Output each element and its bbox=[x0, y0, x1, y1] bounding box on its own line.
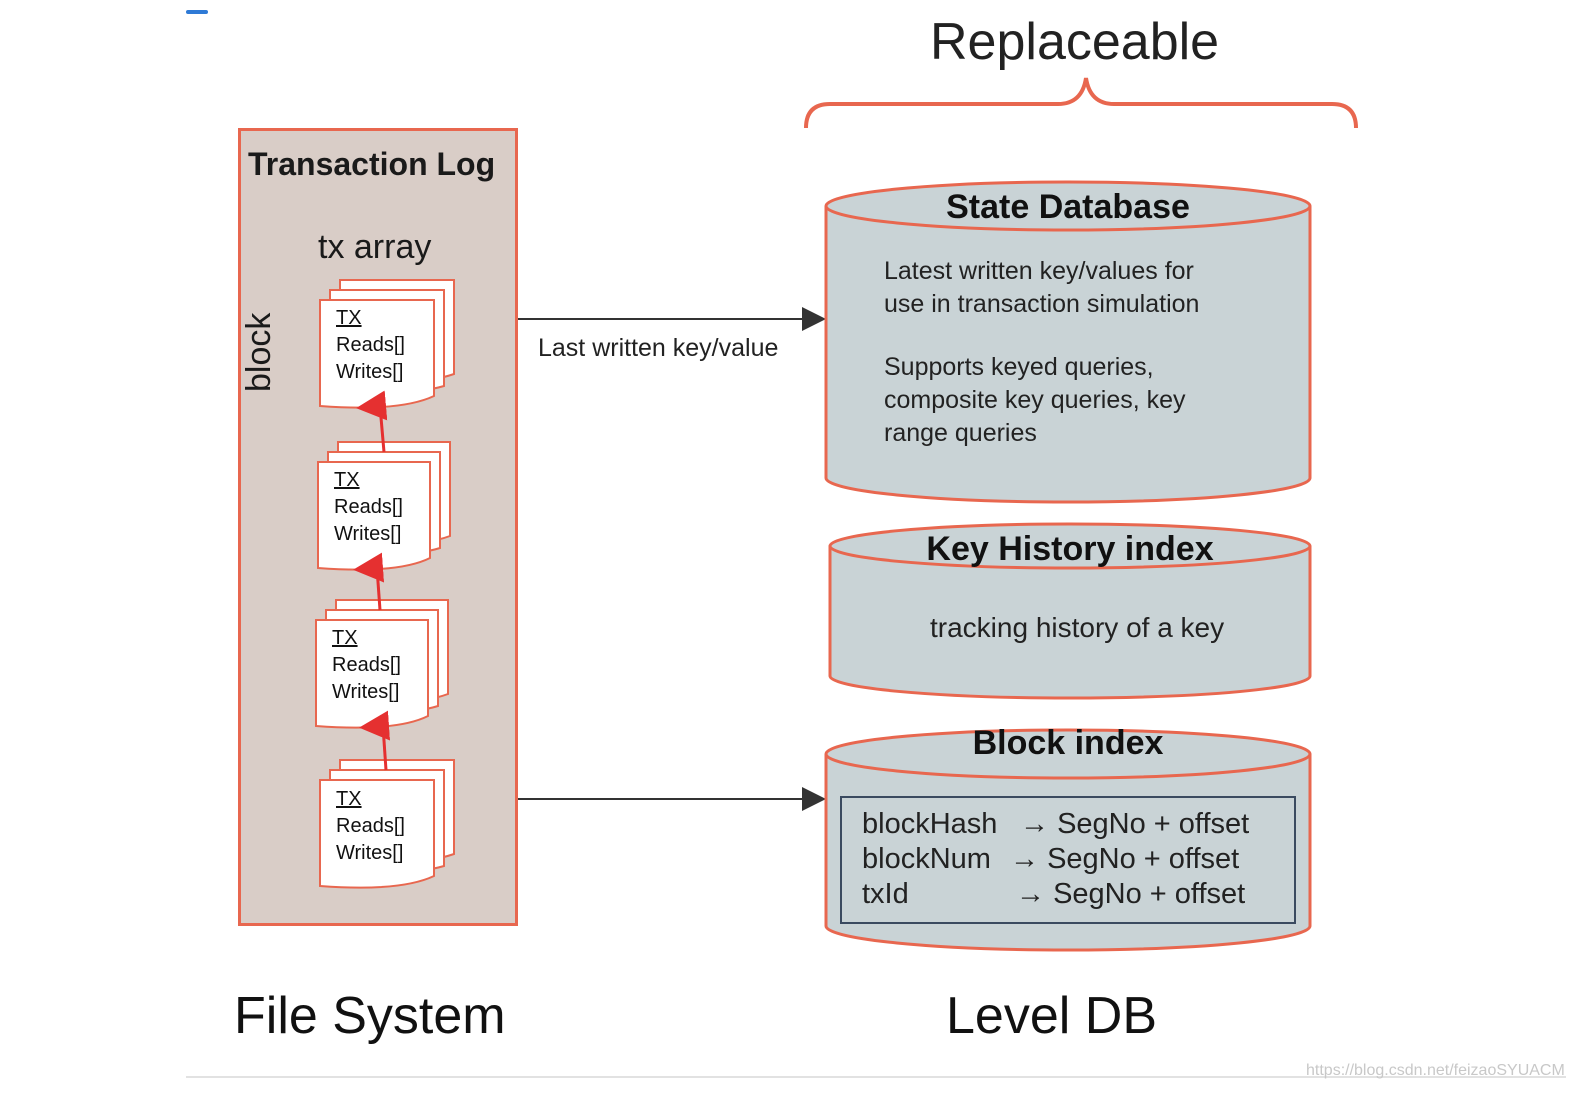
key-history-title: Key History index bbox=[926, 530, 1214, 568]
tx-reads: Reads[] bbox=[336, 815, 405, 837]
tx-reads: Reads[] bbox=[336, 334, 405, 356]
tx-stack-2 bbox=[317, 441, 451, 571]
block-index-key: blockHash bbox=[862, 808, 998, 840]
arrow-right-icon: → bbox=[1010, 843, 1048, 875]
key-history-body: tracking history of a key bbox=[930, 612, 1225, 643]
tx-writes: Writes[] bbox=[336, 361, 404, 383]
tx-head: TX bbox=[336, 788, 362, 810]
last-written-label: Last written key/value bbox=[538, 334, 779, 362]
tx-reads: Reads[] bbox=[334, 496, 403, 518]
tx-writes: Writes[] bbox=[332, 681, 400, 703]
replaceable-title: Replaceable bbox=[930, 13, 1220, 71]
transaction-log-title: Transaction Log bbox=[248, 146, 496, 182]
tx-item-4: TX Reads[] Writes[] bbox=[336, 786, 405, 867]
chain-arrow-3 bbox=[359, 710, 391, 771]
block-index-row: blockNum → SegNo + offset bbox=[862, 841, 1239, 877]
file-system-label: File System bbox=[234, 987, 506, 1045]
tx-stack-1 bbox=[319, 279, 455, 409]
state-db-line: Latest written key/values for bbox=[884, 257, 1194, 285]
block-index-row: blockHash → SegNo + offset bbox=[862, 806, 1249, 842]
bottom-divider bbox=[186, 1076, 1566, 1078]
tx-item-3: TX Reads[] Writes[] bbox=[332, 625, 401, 706]
arrow-right-icon: → bbox=[1016, 878, 1054, 910]
watermark: https://blog.csdn.net/feizaoSYUACM bbox=[1306, 1062, 1565, 1079]
block-index-cylinder bbox=[824, 728, 1312, 952]
chain-arrow-2 bbox=[353, 552, 385, 611]
state-db-line: use in transaction simulation bbox=[884, 290, 1200, 318]
block-index-value: SegNo + offset bbox=[1047, 843, 1240, 875]
tx-array-label: tx array bbox=[318, 228, 432, 266]
key-history-cylinder bbox=[828, 522, 1312, 700]
state-db-line: Supports keyed queries, bbox=[884, 353, 1154, 381]
tx-writes: Writes[] bbox=[334, 523, 402, 545]
arrow-right-icon: → bbox=[1020, 808, 1058, 840]
block-index-value: SegNo + offset bbox=[1057, 808, 1250, 840]
block-index-title: Block index bbox=[972, 724, 1164, 762]
replaceable-brace bbox=[804, 77, 1358, 129]
state-db-line: composite key queries, key bbox=[884, 386, 1186, 414]
block-index-value: SegNo + offset bbox=[1053, 878, 1246, 910]
corner-mark bbox=[186, 10, 208, 14]
tx-writes: Writes[] bbox=[336, 842, 404, 864]
tx-head: TX bbox=[334, 469, 360, 491]
state-database-body: Latest written key/values for use in tra… bbox=[884, 255, 1199, 450]
level-db-label: Level DB bbox=[946, 987, 1157, 1045]
tx-item-2: TX Reads[] Writes[] bbox=[334, 467, 403, 548]
state-db-line: range queries bbox=[884, 419, 1037, 447]
state-database-title: State Database bbox=[946, 188, 1190, 226]
tx-head: TX bbox=[336, 307, 362, 329]
tx-reads: Reads[] bbox=[332, 654, 401, 676]
chain-arrow-1 bbox=[356, 390, 388, 453]
tx-stack-4 bbox=[319, 759, 455, 889]
state-database-cylinder bbox=[824, 180, 1312, 504]
tx-item-1: TX Reads[] Writes[] bbox=[336, 305, 405, 386]
tx-stack-3 bbox=[315, 599, 449, 729]
block-index-row: txId → SegNo + offset bbox=[862, 876, 1245, 912]
block-index-key: blockNum bbox=[862, 843, 991, 875]
tx-head: TX bbox=[332, 627, 358, 649]
block-index-key: txId bbox=[862, 878, 909, 910]
